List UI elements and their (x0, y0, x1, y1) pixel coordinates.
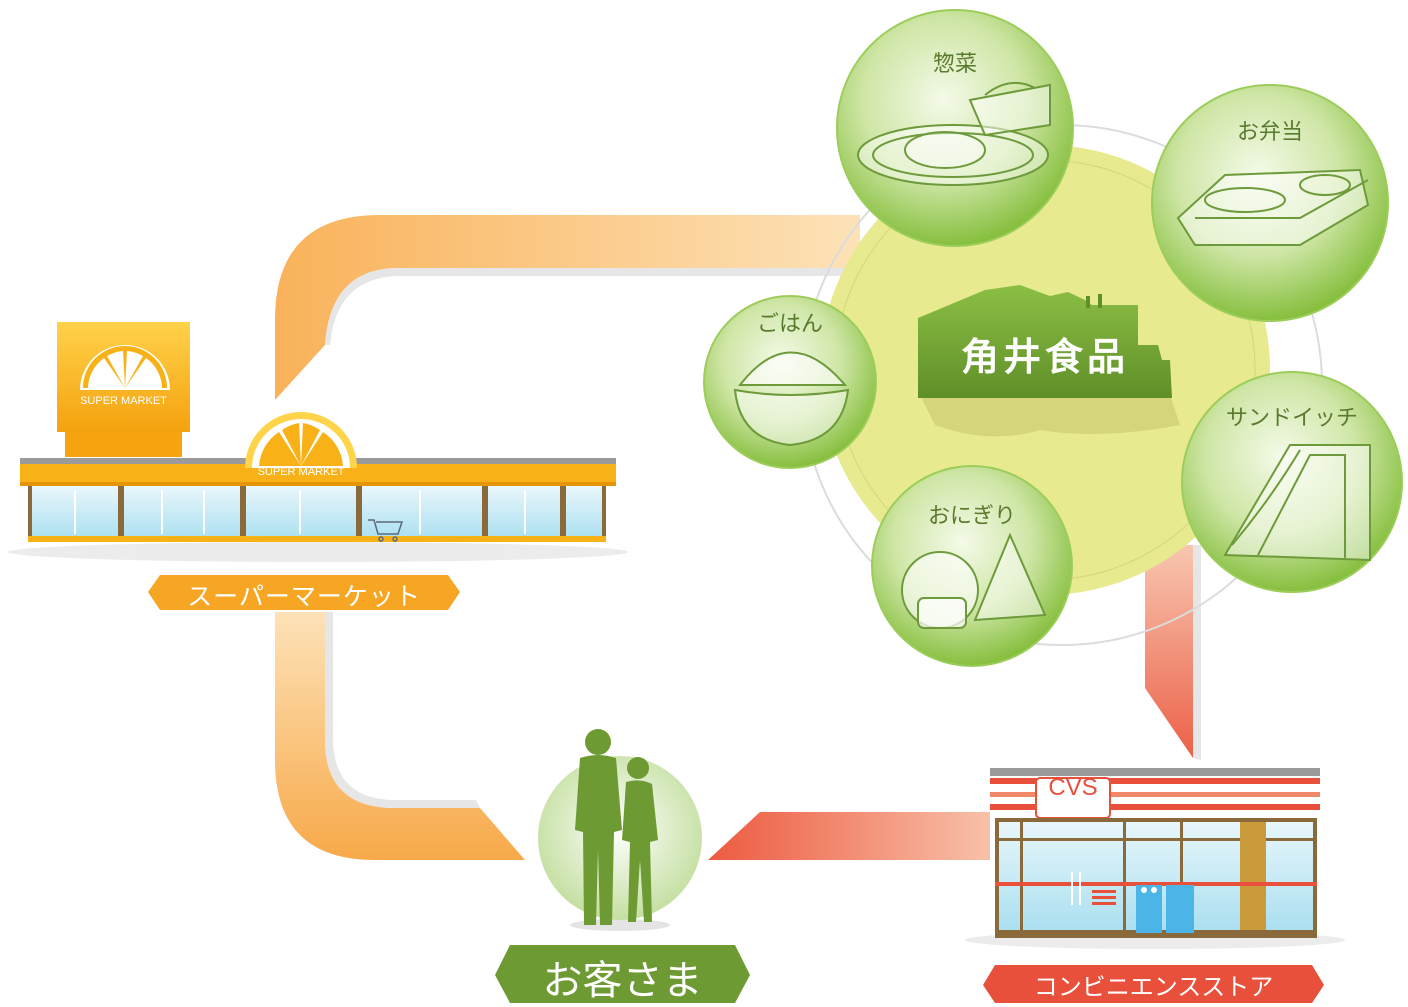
company-name: 角井食品 (960, 335, 1129, 379)
supermarket-label: スーパーマーケット (187, 582, 421, 611)
arrow-cvs-to-customers (708, 812, 990, 860)
supermarket-label-badge (148, 575, 460, 610)
window-mullions (74, 490, 526, 534)
cvs-sign-text: CVS (1048, 774, 1098, 801)
arrow-shadow (325, 612, 480, 808)
cvs-stripe-red (990, 778, 1320, 784)
side-dish-icon (857, 81, 1051, 186)
arrow-shadow (325, 268, 860, 345)
customers-label: お客さま (542, 958, 703, 1004)
pole-sign-base (65, 432, 182, 457)
ground-shadow (8, 542, 628, 562)
cvs-frames (995, 818, 1317, 938)
roof-fascia (20, 464, 616, 486)
vending-machine-icon (1136, 885, 1194, 933)
cvs-label-badge (983, 965, 1324, 1003)
storefront-glass (28, 486, 606, 542)
food-circle-gohan (703, 295, 877, 469)
cvs-base (995, 930, 1317, 938)
label-badges (148, 575, 1324, 1003)
food-label-souzai: 惣菜 (932, 52, 977, 77)
flow-arrows (275, 215, 1201, 860)
food-label-obento: お弁当 (1236, 120, 1303, 145)
supermarket-building (8, 322, 628, 562)
rice-bowl-icon (733, 351, 850, 447)
food-circle-obento (1151, 84, 1389, 322)
arrow-company-to-cvs (1145, 545, 1193, 758)
rice-ball-icon (901, 532, 1047, 629)
food-circle-onigiri (871, 465, 1073, 667)
pole-sign-text: SUPER MARKET (80, 395, 167, 407)
cvs-roof-edge (990, 768, 1320, 776)
cvs-building (965, 768, 1345, 949)
food-label-gohan: ごはん (756, 312, 823, 337)
orange-slice-logo-icon (80, 345, 170, 390)
arrow-shadow (1193, 545, 1201, 760)
arrow-company-to-supermarket (275, 215, 860, 400)
cvs-stripe-orange (990, 792, 1320, 797)
food-circle-souzai (836, 9, 1074, 247)
roof-trim (20, 482, 616, 486)
food-circles (703, 9, 1403, 667)
customers-group (538, 729, 702, 931)
chimney-icon (1098, 294, 1102, 308)
entrance-arch-sign (245, 412, 357, 468)
food-label-onigiri: おにぎり (927, 504, 1016, 529)
couple-silhouette-icon (575, 729, 658, 925)
poster-icon (1092, 890, 1116, 905)
bento-box-icon (1176, 168, 1370, 246)
arch-sign-text: SUPER MARKET (257, 466, 345, 478)
storefront-base (28, 536, 606, 542)
chimney-icon (1086, 296, 1090, 308)
sandwich-icon (1223, 444, 1371, 562)
building-shadow (920, 395, 1180, 437)
cvs-window-band (995, 882, 1317, 886)
arrow-supermarket-to-customers (275, 612, 525, 860)
cvs-label: コンビニエンスストア (1033, 973, 1274, 1001)
customers-label-badge (495, 945, 750, 1003)
cvs-stripe-red (990, 804, 1320, 810)
customers-circle (538, 756, 702, 920)
door-handle-icon (1071, 872, 1081, 905)
storefront-pillars (28, 486, 606, 536)
cvs-sign-subtext: コンビニ (1053, 802, 1093, 813)
shopping-cart-icon (368, 519, 404, 542)
food-circle-sandwich (1181, 371, 1403, 593)
food-label-sandwich: サンドイッチ (1225, 406, 1358, 431)
factory-building-icon (918, 285, 1172, 398)
